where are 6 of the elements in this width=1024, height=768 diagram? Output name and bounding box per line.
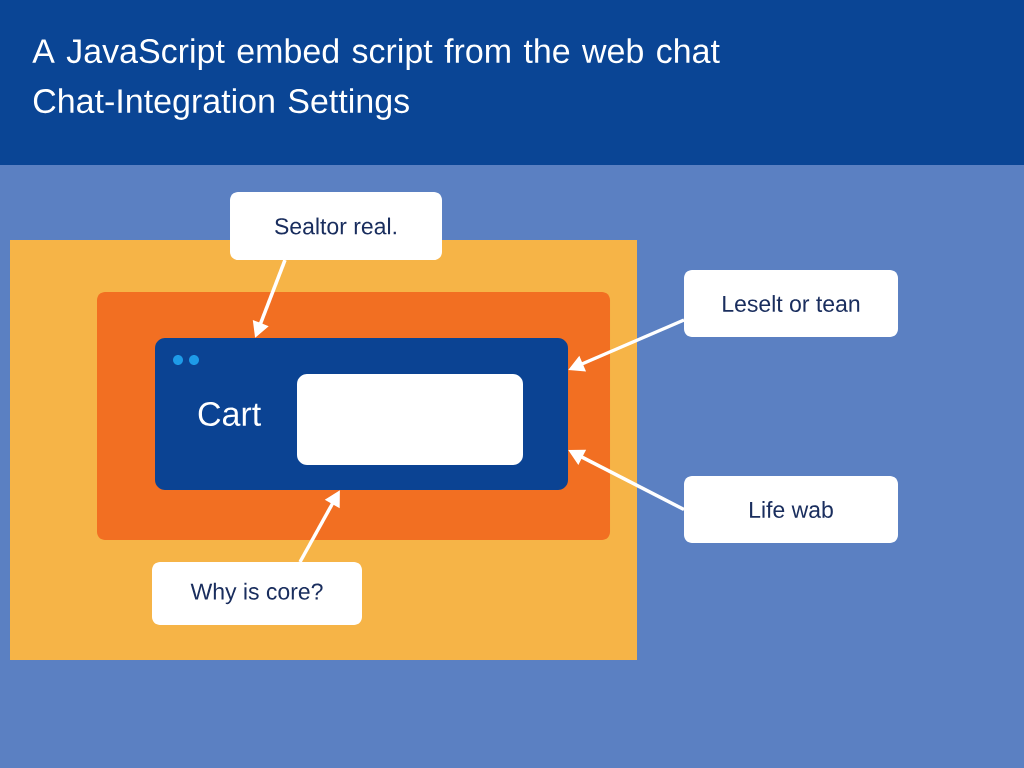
- callout-box: Leselt or tean: [684, 270, 898, 337]
- callout-box: Why is core?: [152, 562, 362, 625]
- callout-box: Sealtor real.: [230, 192, 442, 260]
- title: A JavaScript embed script from the web chat Chat-Integration Settings: [32, 38, 720, 120]
- input-field: [297, 374, 523, 465]
- callout-box: Life wab: [684, 476, 898, 543]
